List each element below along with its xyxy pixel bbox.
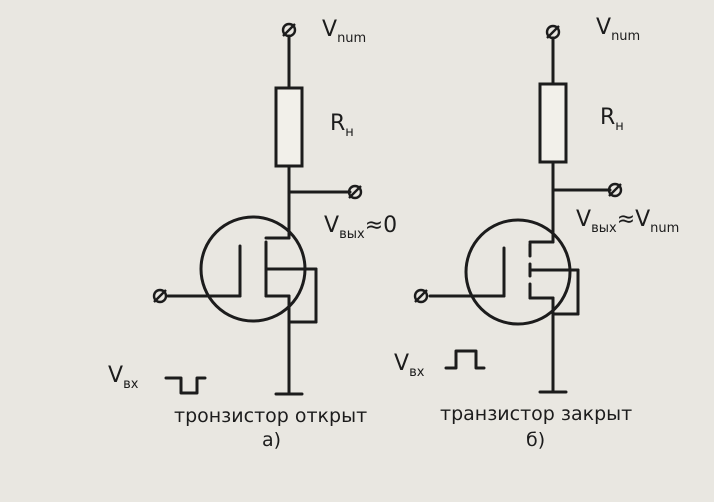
caption-right: транзистор закрыт (440, 403, 632, 425)
transistor-body-right (464, 218, 572, 326)
letter-left: а) (262, 429, 281, 451)
input-pulse-low-left (164, 376, 207, 395)
circuit-open-transistor: Vnum Rн Vвых≈0 Vвх (108, 17, 397, 451)
output-terminal-left (347, 184, 363, 200)
supply-terminal-slash-left (282, 23, 296, 37)
supply-terminal-slash-right (546, 25, 560, 39)
load-resistor-right (538, 82, 568, 164)
input-label-right: Vвх (394, 351, 425, 380)
output-label-left: Vвых≈0 (324, 213, 397, 242)
output-terminal-slash-left (348, 185, 362, 199)
gate-terminal-right (413, 288, 429, 304)
circuit-closed-transistor: Vnum Rн Vвых≈Vnum Vвх тр (394, 15, 679, 451)
resistor-label-left: Rн (330, 111, 354, 140)
input-label-left: Vвх (108, 363, 139, 392)
gate-terminal-slash-right (414, 289, 428, 303)
caption-left: тронзистор открыт (174, 405, 367, 427)
output-terminal-slash-right (608, 183, 622, 197)
output-terminal-right (607, 182, 623, 198)
supply-label-left: Vnum (322, 17, 366, 46)
output-label-right: Vвых≈Vnum (576, 207, 679, 236)
letter-right: б) (526, 429, 545, 451)
load-resistor-left (274, 86, 304, 168)
gate-terminal-slash-left (153, 289, 167, 303)
input-pulse-high-right (444, 349, 486, 370)
resistor-label-right: Rн (600, 105, 624, 134)
gate-terminal-left (152, 288, 168, 304)
supply-label-right: Vnum (596, 15, 640, 44)
